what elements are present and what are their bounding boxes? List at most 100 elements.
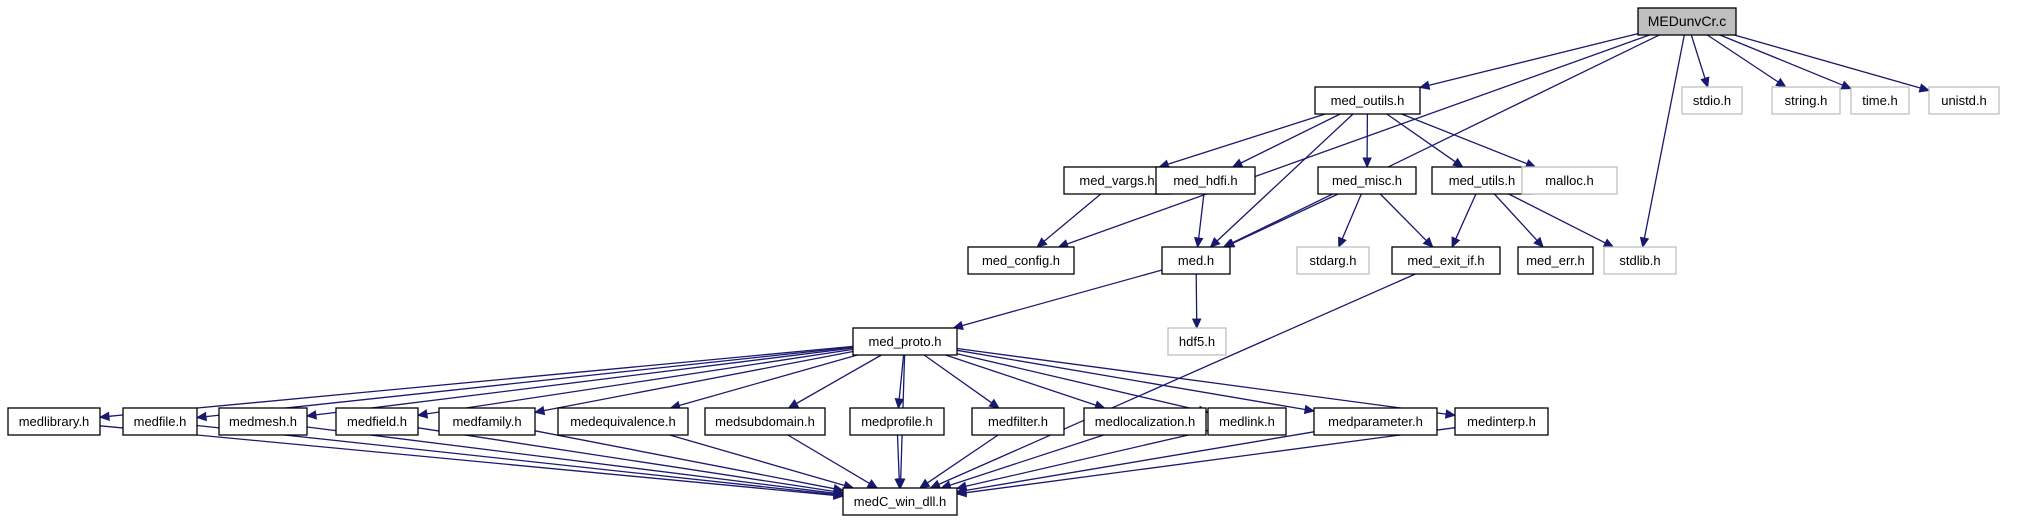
node-med-vargs-h[interactable]: med_vargs.h	[1063, 166, 1171, 195]
edge-MEDunvCr_c-to-med_config_h	[1057, 34, 1650, 249]
node-medfilter-h[interactable]: medfilter.h	[971, 407, 1065, 436]
node-med-proto-h[interactable]: med_proto.h	[852, 327, 958, 356]
node-med-err-h[interactable]: med_err.h	[1517, 246, 1594, 275]
node-box	[218, 407, 308, 436]
node-med-utils-h[interactable]: med_utils.h	[1431, 166, 1533, 195]
node-medinterp-h[interactable]: medinterp.h	[1454, 407, 1549, 436]
node-label: unistd.h	[1941, 93, 1987, 108]
node-box	[557, 407, 689, 436]
node-med-h[interactable]: med.h	[1161, 246, 1231, 275]
node-label: medparameter.h	[1328, 414, 1423, 429]
node-label: medfilter.h	[988, 414, 1048, 429]
edge-med_proto_h-to-medlibrary_h	[98, 345, 854, 422]
node-label: MEDunvCr.c	[1648, 13, 1727, 29]
node-label: medmesh.h	[229, 414, 297, 429]
node-medlibrary-h[interactable]: medlibrary.h	[7, 407, 101, 436]
node-medmesh-h[interactable]: medmesh.h	[218, 407, 308, 436]
node-label: time.h	[1862, 93, 1897, 108]
edge-medparameter_h-to-medC_win_dll_h	[955, 431, 1315, 496]
edge-med_proto_h-to-medmesh_h	[305, 347, 854, 420]
node-label: med.h	[1178, 253, 1214, 268]
node-box	[1771, 86, 1841, 115]
edge-med_proto_h-to-medparameter_h	[956, 349, 1316, 415]
node-box	[1207, 407, 1287, 436]
edge-med_proto_h-to-medsubdomain_h	[787, 354, 882, 409]
node-label: medlocalization.h	[1095, 414, 1195, 429]
node-med-hdfi-h[interactable]: med_hdfi.h	[1155, 166, 1256, 195]
edge-med_proto_h-to-medprofile_h	[894, 354, 905, 410]
node-box	[1161, 246, 1231, 275]
edge-med_utils_h-to-med_exit_if_h	[1451, 193, 1477, 249]
node-box	[1637, 7, 1737, 36]
node-label: medsubdomain.h	[715, 414, 815, 429]
node-medparameter-h[interactable]: medparameter.h	[1313, 407, 1438, 436]
node-medfile-h[interactable]: medfile.h	[122, 407, 198, 436]
node-label: medequivalence.h	[570, 414, 676, 429]
node-label: med_err.h	[1526, 253, 1585, 268]
node-box	[438, 407, 536, 436]
node-box	[1454, 407, 1549, 436]
edge-med_proto_h-to-medfield_h	[416, 348, 854, 419]
node-label: string.h	[1785, 93, 1828, 108]
node-box	[1928, 86, 2000, 115]
node-box	[842, 487, 958, 516]
node-stdarg-h: stdarg.h	[1296, 246, 1370, 275]
node-label: medfield.h	[347, 414, 407, 429]
node-medsubdomain-h[interactable]: medsubdomain.h	[704, 407, 826, 436]
node-medfield-h[interactable]: medfield.h	[335, 407, 419, 436]
node-label: medfile.h	[134, 414, 187, 429]
node-med-outils-h[interactable]: med_outils.h	[1314, 86, 1421, 115]
node-med-config-h[interactable]: med_config.h	[967, 246, 1075, 275]
node-box	[122, 407, 198, 436]
node-box	[1603, 246, 1677, 275]
node-medC-win-dll-h[interactable]: medC_win_dll.h	[842, 487, 958, 516]
node-label: stdlib.h	[1619, 253, 1660, 268]
node-box	[335, 407, 419, 436]
node-medlocalization-h[interactable]: medlocalization.h	[1083, 407, 1207, 436]
node-box	[971, 407, 1065, 436]
node-box	[1391, 246, 1501, 275]
node-box	[7, 407, 101, 436]
edge-medsubdomain_h-to-medC_win_dll_h	[787, 434, 879, 489]
node-label: medlink.h	[1219, 414, 1275, 429]
node-box	[849, 407, 945, 436]
node-medlink-h[interactable]: medlink.h	[1207, 407, 1287, 436]
edge-medlibrary_h-to-medC_win_dll_h	[99, 425, 845, 500]
node-box	[1521, 166, 1618, 195]
edge-med_proto_h-to-medinterp_h	[956, 347, 1457, 419]
edge-med_outils_h-to-med_utils_h	[1386, 113, 1464, 168]
edge-med_hdfi_h-to-med_h	[1193, 193, 1205, 249]
node-medfamily-h[interactable]: medfamily.h	[438, 407, 536, 436]
edge-med_outils_h-to-malloc_h	[1401, 113, 1537, 168]
node-box	[1850, 86, 1910, 115]
node-label: stdarg.h	[1310, 253, 1357, 268]
edge-MEDunvCr_c-to-string_h	[1706, 34, 1787, 88]
node-label: medinterp.h	[1467, 414, 1536, 429]
node-string-h: string.h	[1771, 86, 1841, 115]
edge-MEDunvCr_c-to-unistd_h	[1734, 34, 1931, 93]
edge-MEDunvCr_c-to-med_outils_h	[1418, 32, 1639, 90]
node-box	[1313, 407, 1438, 436]
node-box	[1317, 166, 1417, 195]
node-label: malloc.h	[1545, 173, 1593, 188]
node-box	[1314, 86, 1421, 115]
edge-med_utils_h-to-stdlib_h	[1508, 193, 1615, 248]
edge-MEDunvCr_c-to-stdio_h	[1690, 34, 1710, 89]
edge-medfamily_h-to-medC_win_dll_h	[534, 430, 845, 494]
node-label: medlibrary.h	[19, 414, 90, 429]
edge-med_vargs_h-to-med_config_h	[1036, 193, 1102, 248]
node-MEDunvCr-c: MEDunvCr.c	[1637, 7, 1737, 36]
node-label: medfamily.h	[452, 414, 521, 429]
node-label: medC_win_dll.h	[854, 494, 947, 509]
node-label: medprofile.h	[861, 414, 933, 429]
node-medprofile-h[interactable]: medprofile.h	[849, 407, 945, 436]
node-box	[1681, 86, 1743, 115]
edge-med_misc_h-to-med_h	[1223, 193, 1339, 248]
node-med-exit-if-h[interactable]: med_exit_if.h	[1391, 246, 1501, 275]
node-med-misc-h[interactable]: med_misc.h	[1317, 166, 1417, 195]
node-medequivalence-h[interactable]: medequivalence.h	[557, 407, 689, 436]
node-box	[852, 327, 958, 356]
node-label: med_exit_if.h	[1407, 253, 1484, 268]
